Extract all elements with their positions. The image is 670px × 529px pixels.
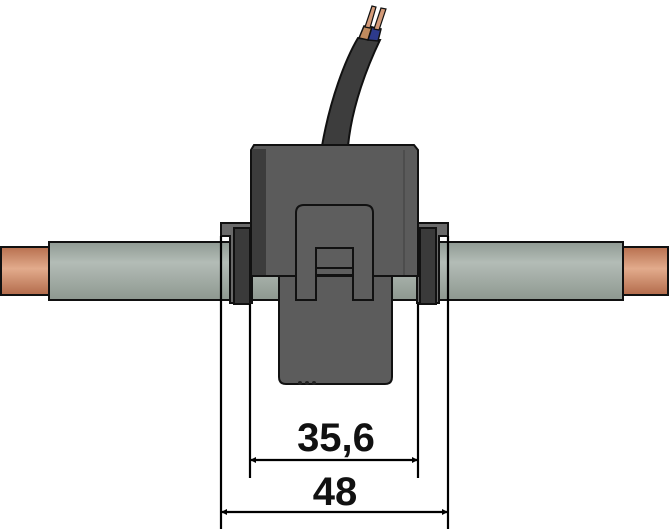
wire-tip-1 <box>364 5 377 29</box>
latch-window <box>315 247 354 276</box>
dimension-label-inner: 35,6 <box>297 416 375 460</box>
transformer-housing <box>250 144 419 385</box>
copper-end-right <box>620 246 669 296</box>
wire-blue <box>367 26 382 42</box>
lower-core <box>278 274 393 385</box>
dimensions <box>219 236 450 529</box>
clamp-ring-left <box>220 222 253 305</box>
dimension-label-outer: 48 <box>313 470 358 514</box>
copper-end-left <box>0 246 52 296</box>
wire-tip-2 <box>373 7 387 31</box>
cable <box>320 5 387 147</box>
housing-shadow <box>252 149 266 275</box>
